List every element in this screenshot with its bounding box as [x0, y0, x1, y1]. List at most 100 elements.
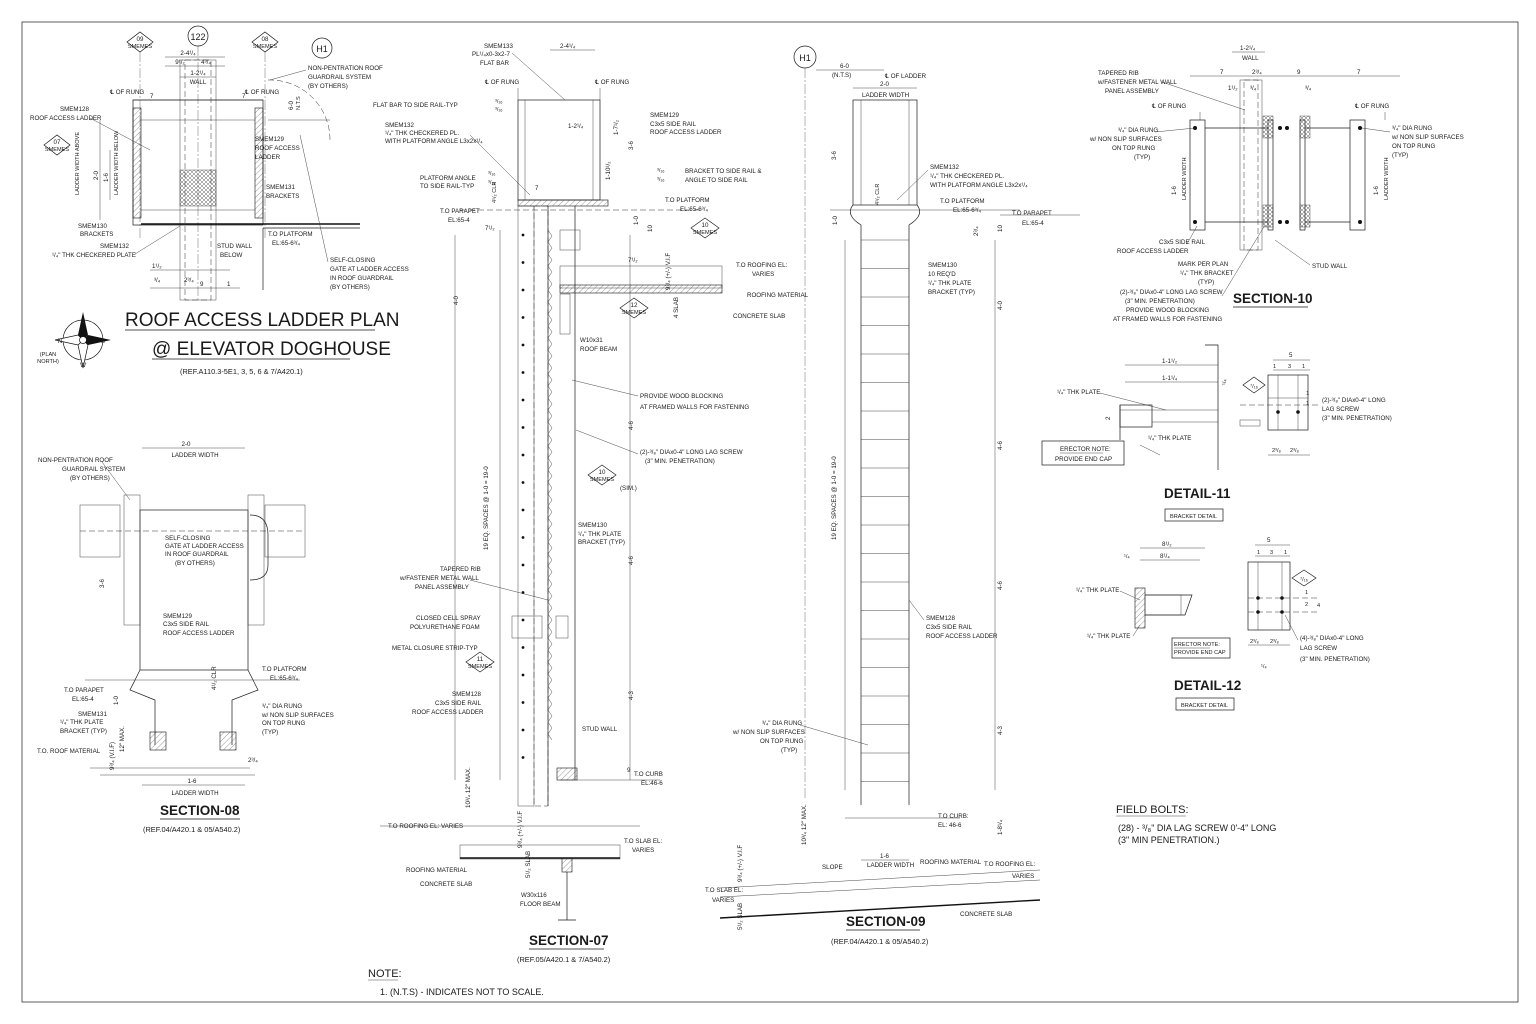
- svg-text:LADDER WIDTH: LADDER WIDTH: [862, 92, 909, 99]
- rung-dot: [521, 261, 525, 264]
- svg-text:(3" MIN. PENETRATION): (3" MIN. PENETRATION): [1322, 415, 1392, 422]
- svg-text:T.O PLATFORM: T.O PLATFORM: [940, 198, 985, 205]
- svg-text:MARK PER PLAN: MARK PER PLAN: [1178, 261, 1228, 268]
- svg-text:ROOF ACCESS LADDER: ROOF ACCESS LADDER: [926, 633, 998, 640]
- svg-text:1: 1: [1306, 391, 1309, 397]
- svg-text:METAL CLOSURE STRIP-TYP: METAL CLOSURE STRIP-TYP: [392, 645, 478, 652]
- svg-text:(REF.04/A420.1 & 05/A540.2): (REF.04/A420.1 & 05/A540.2): [143, 825, 240, 834]
- svg-text:¹/₄" THK PLATE: ¹/₄" THK PLATE: [928, 280, 971, 287]
- section-08-title: SECTION-08: [160, 803, 240, 818]
- svg-text:5: 5: [1267, 537, 1271, 544]
- svg-text:1-6: 1-6: [188, 778, 198, 785]
- svg-text:5: 5: [1289, 352, 1293, 359]
- svg-text:T.O SLAB EL:: T.O SLAB EL:: [624, 838, 662, 845]
- svg-text:℄ OF RUNG: ℄ OF RUNG: [1355, 103, 1389, 110]
- svg-text:19 EQ. SPACES @ 1-0 = 19-0: 19 EQ. SPACES @ 1-0 = 19-0: [483, 466, 490, 550]
- svg-text:³/₁₆: ³/₁₆: [657, 177, 665, 183]
- svg-text:(3" MIN. PENETRATION): (3" MIN. PENETRATION): [645, 458, 715, 465]
- svg-text:1-0: 1-0: [113, 695, 120, 705]
- rung-dot: [521, 371, 525, 374]
- detail-12-title: DETAIL-12: [1174, 678, 1241, 693]
- svg-text:1-6: 1-6: [880, 853, 890, 860]
- rung-dot: [521, 288, 525, 292]
- svg-text:10: 10: [702, 222, 709, 229]
- svg-text:T.O ROOFING EL: VARIES: T.O ROOFING EL: VARIES: [388, 823, 463, 830]
- svg-text:w/ NON SLIP SURFACES: w/ NON SLIP SURFACES: [1391, 134, 1464, 141]
- svg-text:8¹/₂: 8¹/₂: [1162, 541, 1172, 548]
- svg-text:BRACKET (TYP): BRACKET (TYP): [60, 728, 107, 735]
- svg-text:9³/₄ (V.I.F): 9³/₄ (V.I.F): [109, 742, 116, 770]
- svg-text:VARIES: VARIES: [1012, 873, 1034, 880]
- svg-text:SELF-CLOSING: SELF-CLOSING: [165, 535, 211, 542]
- svg-text:CLOSED CELL SPRAY: CLOSED CELL SPRAY: [416, 615, 481, 622]
- svg-text:SELF-CLOSING: SELF-CLOSING: [330, 257, 376, 264]
- svg-text:4-6: 4-6: [628, 555, 635, 565]
- svg-text:³/₄" DIA RUNG: ³/₄" DIA RUNG: [262, 703, 302, 710]
- svg-text:10³/₄ 12" MAX.: 10³/₄ 12" MAX.: [801, 804, 808, 845]
- svg-text:FLAT BAR TO SIDE RAIL-TYP: FLAT BAR TO SIDE RAIL-TYP: [373, 102, 458, 109]
- svg-text:EL:65-4: EL:65-4: [448, 217, 470, 224]
- svg-text:2³/₈: 2³/₈: [1290, 448, 1299, 454]
- svg-text:¹/₄" THK CHECKERED PL.: ¹/₄" THK CHECKERED PL.: [385, 130, 459, 137]
- detail-tag-09: 09 SMEMES: [126, 31, 154, 53]
- svg-text:³/₄" DIA RUNG: ³/₄" DIA RUNG: [1392, 125, 1432, 132]
- svg-text:2-0: 2-0: [93, 170, 100, 180]
- svg-text:EL:65-6³/₄: EL:65-6³/₄: [270, 675, 298, 682]
- svg-text:10: 10: [599, 469, 606, 476]
- svg-text:ROOF ACCESS LADDER: ROOF ACCESS LADDER: [30, 115, 102, 122]
- detail-tag-10-lower: 10 SMEMES (SIM.): [587, 464, 637, 492]
- svg-text:2³/₈: 2³/₈: [1270, 639, 1279, 645]
- svg-text:(28) - ³/₈" DIA LAG SCREW 0'-4: (28) - ³/₈" DIA LAG SCREW 0'-4" LONG: [1118, 823, 1276, 833]
- svg-text:VARIES: VARIES: [712, 897, 734, 904]
- sheet-border: [21, 21, 1519, 1003]
- svg-text:BRACKET (TYP): BRACKET (TYP): [578, 539, 625, 546]
- svg-text:POLYURETHANE FOAM: POLYURETHANE FOAM: [410, 624, 480, 631]
- svg-text:9: 9: [1297, 69, 1301, 76]
- svg-text:9: 9: [200, 281, 204, 288]
- general-note: NOTE: 1. (N.T.S) - INDICATES NOT TO SCAL…: [368, 968, 544, 997]
- svg-text:1¹/₂: 1¹/₂: [1228, 85, 1238, 92]
- svg-text:1: 1: [227, 281, 231, 288]
- svg-text:EL:65-4: EL:65-4: [72, 696, 94, 703]
- grid-tag-122: 122: [187, 25, 209, 47]
- svg-text:1-2¹/₄: 1-2¹/₄: [568, 123, 584, 130]
- svg-text:SMEM129: SMEM129: [255, 136, 284, 143]
- grid-tag-h1-section09: H1: [793, 45, 817, 69]
- svg-text:2³/₄: 2³/₄: [248, 757, 258, 764]
- svg-text:2: 2: [1105, 416, 1112, 420]
- svg-text:1-1¹/₂: 1-1¹/₂: [1162, 358, 1178, 365]
- svg-text:2-0: 2-0: [880, 81, 890, 88]
- svg-text:LADDER WIDTH: LADDER WIDTH: [1384, 157, 1390, 200]
- svg-text:ROOFING MATERIAL: ROOFING MATERIAL: [406, 867, 468, 874]
- svg-text:4-6: 4-6: [997, 440, 1004, 450]
- svg-text:BELOW: BELOW: [220, 252, 243, 259]
- svg-text:10: 10: [997, 225, 1004, 232]
- svg-text:LADDER WIDTH: LADDER WIDTH: [867, 862, 914, 869]
- svg-text:⁷/₁₆: ⁷/₁₆: [1250, 383, 1258, 390]
- svg-text:SMEM130: SMEM130: [78, 223, 107, 230]
- rung-dot: [521, 673, 525, 677]
- svg-text:4-0: 4-0: [997, 300, 1004, 310]
- svg-text:(2)-³/₈" DIAx0-4" LONG: (2)-³/₈" DIAx0-4" LONG: [1322, 397, 1386, 404]
- rung-dot: [521, 481, 525, 484]
- svg-text:BRACKET TO SIDE RAIL &: BRACKET TO SIDE RAIL &: [685, 168, 762, 175]
- svg-text:SMEMES: SMEMES: [45, 147, 70, 153]
- svg-text:STUD WALL: STUD WALL: [217, 243, 253, 250]
- svg-text:4-6: 4-6: [628, 420, 635, 430]
- section-07-rungs: [521, 233, 525, 759]
- plan-subtitle: @ ELEVATOR DOGHOUSE: [152, 339, 391, 360]
- detail-tag-11: 11 SMEMES: [465, 651, 495, 673]
- svg-text:SMEMES: SMEMES: [622, 310, 647, 316]
- svg-text:³/₄: ³/₄: [154, 277, 161, 284]
- detail-11-title: DETAIL-11: [1164, 486, 1231, 501]
- rung-dot: [521, 563, 525, 567]
- detail-tag-12: 12 SMEMES: [619, 297, 649, 319]
- svg-text:C3x5 SIDE RAIL: C3x5 SIDE RAIL: [926, 624, 973, 631]
- svg-text:E: E: [81, 318, 85, 325]
- svg-text:℄ OF RUNG: ℄ OF RUNG: [245, 89, 279, 96]
- svg-text:T.O ROOFING EL:: T.O ROOFING EL:: [984, 861, 1036, 868]
- svg-text:4³/₄: 4³/₄: [201, 59, 211, 66]
- rung-dot: [521, 756, 525, 759]
- rung-dot: [521, 233, 525, 237]
- svg-text:(BY OTHERS): (BY OTHERS): [70, 475, 110, 482]
